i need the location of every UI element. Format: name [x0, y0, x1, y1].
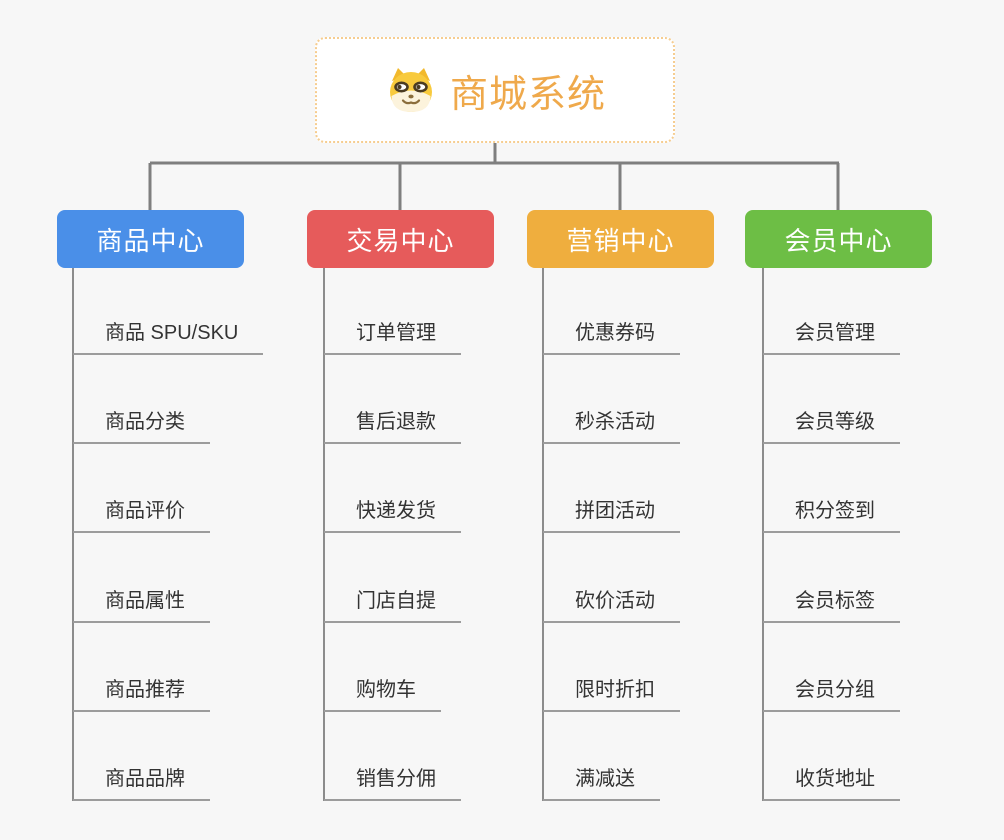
leaf-node[interactable]: 砍价活动	[543, 588, 680, 623]
leaf-node[interactable]: 会员管理	[763, 320, 900, 355]
leaf-node[interactable]: 会员分组	[763, 677, 900, 712]
shiba-dog-icon	[384, 67, 438, 113]
leaf-node[interactable]: 门店自提	[324, 588, 461, 623]
branch-label: 会员中心	[784, 225, 893, 256]
leaf-node[interactable]: 商品推荐	[73, 677, 210, 712]
leaf-node[interactable]: 销售分佣	[324, 766, 461, 801]
leaf-node[interactable]: 优惠券码	[543, 320, 680, 355]
leaf-node[interactable]: 商品 SPU/SKU	[73, 320, 264, 355]
leaf-node[interactable]: 商品分类	[73, 409, 210, 444]
leaf-node[interactable]: 收货地址	[763, 766, 900, 801]
leaf-node[interactable]: 售后退款	[324, 409, 461, 444]
branch-label: 营销中心	[566, 225, 675, 256]
leaf-node[interactable]: 会员等级	[763, 409, 900, 444]
branch-node-member[interactable]: 会员中心	[745, 210, 932, 268]
leaf-node[interactable]: 快递发货	[324, 498, 461, 533]
branch-label: 交易中心	[346, 225, 455, 256]
leaf-node[interactable]: 会员标签	[763, 588, 900, 623]
branch-node-marketing[interactable]: 营销中心	[527, 210, 714, 268]
branch-label: 商品中心	[96, 225, 205, 256]
leaf-node[interactable]: 商品属性	[73, 588, 210, 623]
root-node[interactable]: 商城系统	[315, 37, 675, 143]
branch-node-trade[interactable]: 交易中心	[307, 210, 494, 268]
leaf-node[interactable]: 商品品牌	[73, 766, 210, 801]
leaf-node[interactable]: 拼团活动	[543, 498, 680, 533]
branch-node-product[interactable]: 商品中心	[57, 210, 244, 268]
leaf-node[interactable]: 商品评价	[73, 498, 210, 533]
leaf-node[interactable]: 满减送	[543, 766, 660, 801]
leaf-node[interactable]: 积分签到	[763, 498, 900, 533]
root-title: 商城系统	[449, 73, 606, 116]
leaf-node[interactable]: 购物车	[324, 677, 441, 712]
leaf-node[interactable]: 限时折扣	[543, 677, 680, 712]
leaf-node[interactable]: 秒杀活动	[543, 409, 680, 444]
leaf-node[interactable]: 订单管理	[324, 320, 461, 355]
